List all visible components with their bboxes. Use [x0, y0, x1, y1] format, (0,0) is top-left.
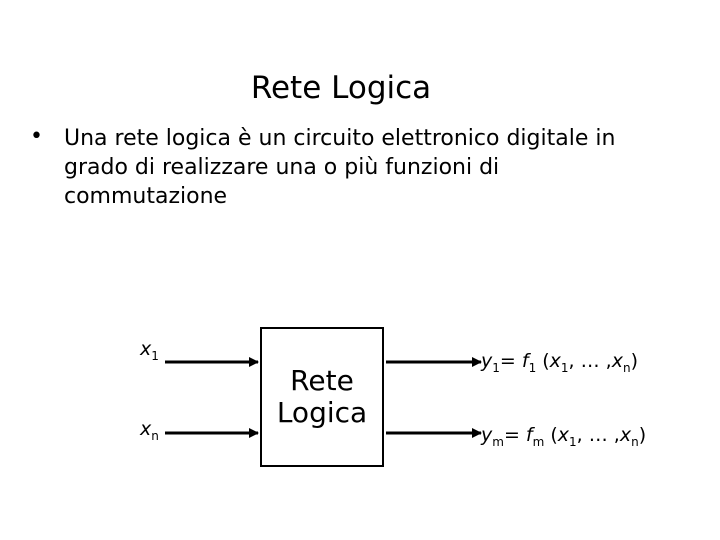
slide-title: Rete Logica [250, 70, 432, 106]
output-equation-top: y1= f1 (x1, … ,xn) [481, 350, 638, 375]
input-label-x1: x1 [140, 338, 159, 363]
logic-network-block: Rete Logica [260, 327, 384, 467]
bullet-text: Una rete logica è un circuito elettronic… [64, 126, 616, 209]
bullet-dot: • [30, 124, 43, 149]
output-equation-bottom: ym= fm (x1, … ,xn) [481, 424, 647, 449]
input-label-xn: xn [140, 418, 159, 443]
block-label-line1: Rete [290, 364, 354, 397]
block-label-line2: Logica [276, 396, 368, 429]
